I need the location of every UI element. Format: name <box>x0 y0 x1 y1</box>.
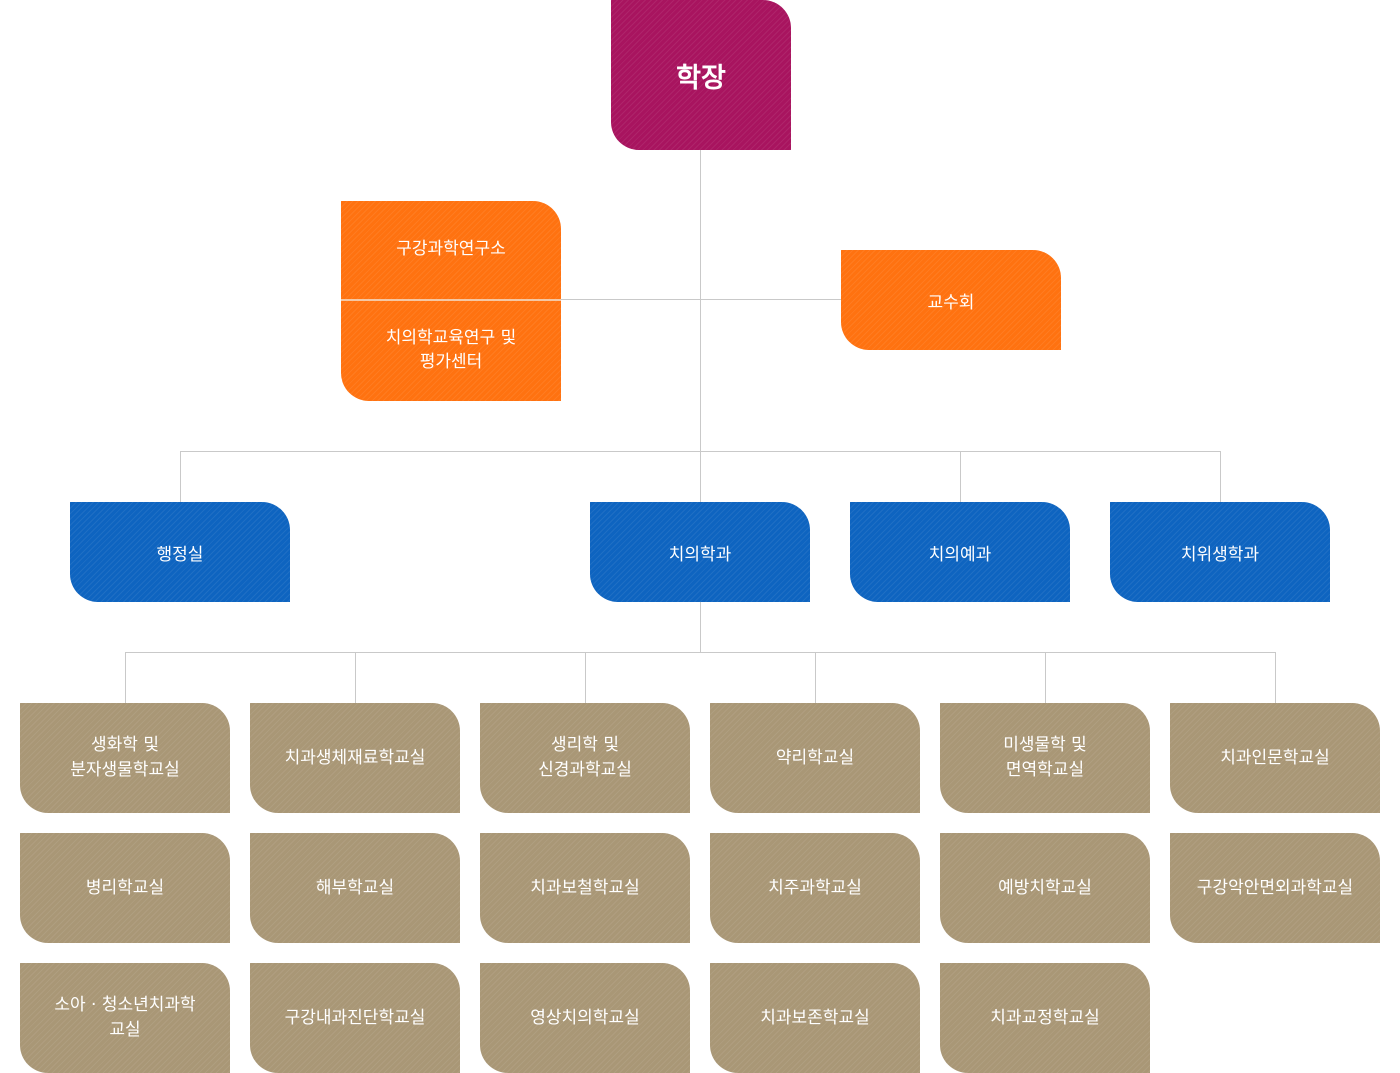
connector-institutes-council <box>561 299 841 300</box>
department-label: 구강내과진단학교실 <box>284 1007 426 1028</box>
department-box[interactable]: 병리학교실 <box>20 833 230 943</box>
department-box[interactable]: 치과교정학교실 <box>940 963 1150 1073</box>
connector-dentistry-stem <box>700 602 701 652</box>
division-label: 행정실 <box>156 544 204 565</box>
department-label: 미생물학 및 면역학교실 <box>1003 735 1087 780</box>
oral-science-institute-box[interactable]: 구강과학연구소 <box>341 201 561 299</box>
connector-department-bar <box>125 652 1276 653</box>
connector-dentistry-drop <box>700 451 701 502</box>
division-label: 치위생학과 <box>1180 544 1260 565</box>
department-box[interactable]: 생화학 및 분자생물학교실 <box>20 703 230 813</box>
faculty-council-box[interactable]: 교수회 <box>841 250 1061 350</box>
department-box[interactable]: 미생물학 및 면역학교실 <box>940 703 1150 813</box>
department-box[interactable]: 치과보존학교실 <box>710 963 920 1073</box>
division-dentistry[interactable]: 치의학과 <box>590 502 810 602</box>
dental-education-center-label: 치의학교육연구 및 평가센터 <box>385 328 517 372</box>
department-label: 해부학교실 <box>315 877 395 898</box>
department-label: 치과교정학교실 <box>990 1007 1100 1028</box>
connector-dept-drop-3 <box>585 652 586 703</box>
department-box[interactable]: 약리학교실 <box>710 703 920 813</box>
dental-education-center-box[interactable]: 치의학교육연구 및 평가센터 <box>341 301 561 401</box>
department-box[interactable]: 치주과학교실 <box>710 833 920 943</box>
department-box[interactable]: 치과인문학교실 <box>1170 703 1380 813</box>
department-label: 구강악안면외과학교실 <box>1196 877 1354 898</box>
institutes-divider <box>341 299 561 301</box>
department-box[interactable]: 구강내과진단학교실 <box>250 963 460 1073</box>
department-box[interactable]: 해부학교실 <box>250 833 460 943</box>
department-label: 치과보철학교실 <box>530 877 640 898</box>
department-label: 생화학 및 분자생물학교실 <box>70 735 180 780</box>
department-box[interactable]: 예방치학교실 <box>940 833 1150 943</box>
department-label: 영상치의학교실 <box>530 1007 640 1028</box>
department-label: 병리학교실 <box>85 877 165 898</box>
connector-dept-drop-5 <box>1045 652 1046 703</box>
connector-dept-drop-1 <box>125 652 126 703</box>
connector-admin-drop <box>180 451 181 502</box>
connector-hygiene-drop <box>1220 451 1221 502</box>
department-box[interactable]: 생리학 및 신경과학교실 <box>480 703 690 813</box>
department-label: 예방치학교실 <box>998 877 1092 898</box>
department-label: 치과생체재료학교실 <box>284 747 426 768</box>
department-box[interactable]: 영상치의학교실 <box>480 963 690 1073</box>
division-dental-hygiene[interactable]: 치위생학과 <box>1110 502 1330 602</box>
department-box[interactable]: 구강악안면외과학교실 <box>1170 833 1380 943</box>
division-label: 치의예과 <box>928 544 992 565</box>
department-label: 약리학교실 <box>775 747 855 768</box>
department-label: 생리학 및 신경과학교실 <box>538 735 632 780</box>
connector-dept-drop-2 <box>355 652 356 703</box>
division-predental[interactable]: 치의예과 <box>850 502 1070 602</box>
connector-dept-drop-6 <box>1275 652 1276 703</box>
department-label: 치과보존학교실 <box>760 1007 870 1028</box>
division-label: 치의학과 <box>668 544 732 565</box>
dean-box[interactable]: 학장 <box>611 0 791 150</box>
connector-predental-drop <box>960 451 961 502</box>
department-label: 소아 · 청소년치과학 교실 <box>54 995 196 1040</box>
department-box[interactable]: 소아 · 청소년치과학 교실 <box>20 963 230 1073</box>
faculty-council-label: 교수회 <box>927 292 975 313</box>
department-label: 치과인문학교실 <box>1220 747 1330 768</box>
division-admin-office[interactable]: 행정실 <box>70 502 290 602</box>
connector-dean-trunk <box>700 150 701 452</box>
department-box[interactable]: 치과생체재료학교실 <box>250 703 460 813</box>
dean-label: 학장 <box>676 62 726 94</box>
department-label: 치주과학교실 <box>768 877 862 898</box>
department-box[interactable]: 치과보철학교실 <box>480 833 690 943</box>
connector-dept-drop-4 <box>815 652 816 703</box>
oral-science-institute-label: 구강과학연구소 <box>396 239 506 260</box>
institutes-group: 구강과학연구소 치의학교육연구 및 평가센터 <box>341 201 561 401</box>
